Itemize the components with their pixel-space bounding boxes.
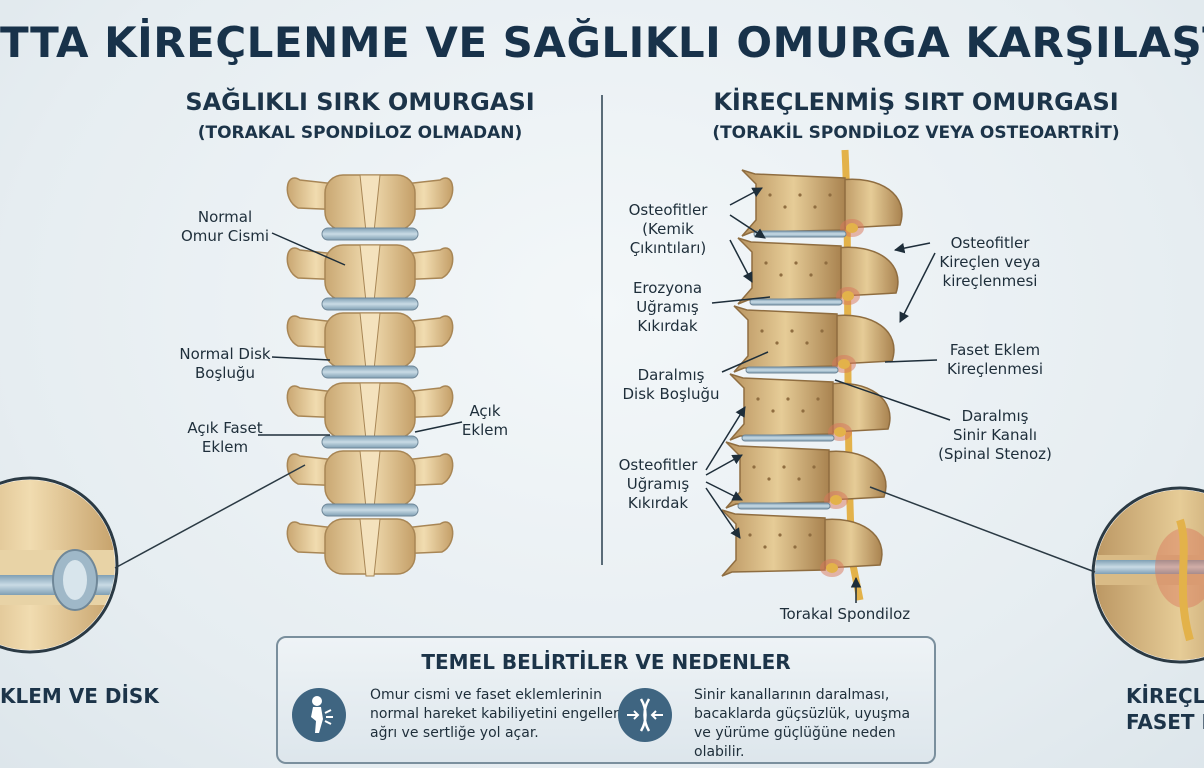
main-title: TTA KİREÇLENME VE SAĞLIKLI OMURGA KARŞIL…	[0, 18, 1204, 67]
info-box-title: TEMEL BELİRTİLER VE NEDENLER	[421, 650, 791, 674]
healthy-spine	[286, 174, 454, 577]
healthy-vertebra	[286, 174, 454, 233]
right-inset-label-1: KİREÇLE	[1126, 684, 1204, 708]
label-osteophytes-calcification: Osteofitler Kireçlen veya kireçlenmesi	[939, 234, 1041, 290]
degenerated-vertebra	[737, 237, 899, 305]
left-panel-title: SAĞLIKLI SIRK OMURGASI	[185, 88, 535, 116]
healthy-disk	[321, 435, 419, 449]
degenerated-spine	[721, 149, 903, 601]
healthy-disk	[321, 503, 419, 517]
healthy-disk	[321, 297, 419, 311]
degenerated-disk	[741, 434, 835, 442]
degenerated-disk	[737, 502, 831, 510]
healthy-vertebra	[286, 450, 454, 509]
info-item-1-text: Omur cismi ve faset eklemlerinin normal …	[370, 687, 624, 741]
label-open-facet: Açık Faset Eklem	[187, 419, 263, 456]
right-panel-subtitle: (TORAKİL SPONDİLOZ VEYA OSTEOARTRİT)	[712, 123, 1120, 143]
back-pain-icon	[292, 688, 346, 742]
left-inset-label: KLEM VE DİSK	[0, 684, 159, 708]
healthy-disk	[321, 365, 419, 379]
label-narrow-canal: Daralmış Sinir Kanalı (Spinal Stenoz)	[938, 407, 1052, 463]
left-panel-subtitle: (TORAKAL SPONDİLOZ OLMADAN)	[197, 123, 523, 143]
label-normal-vertebra: Normal Omur Cismi	[180, 208, 270, 245]
degenerated-vertebra	[725, 441, 887, 509]
right-inset-label-2: FASET E	[1126, 710, 1204, 734]
degenerated-vertebra	[741, 169, 903, 237]
degenerated-disk	[745, 366, 839, 374]
degenerated-inset	[1091, 486, 1204, 664]
label-osteophytes-cartilage: Osteofitler Uğramış Kıkırdak	[618, 456, 698, 512]
label-thoracic-spondylosis: Torakal Spondiloz	[779, 605, 911, 623]
healthy-vertebra	[286, 518, 454, 577]
label-normal-disk: Normal Disk Boşluğu	[179, 345, 271, 382]
degenerated-vertebra	[729, 373, 891, 441]
panel-divider	[601, 95, 603, 565]
healthy-vertebra	[286, 244, 454, 303]
healthy-inset	[0, 476, 119, 654]
right-panel-title: KİREÇLENMİŞ SIRT OMURGASI	[713, 88, 1119, 116]
label-facet-calcification: Faset Eklem Kireçlenmesi	[946, 341, 1044, 378]
label-eroded-cartilage: Erozyona Uğramış Kıkırdak	[632, 279, 703, 335]
label-open-joint: Açık Eklem	[461, 402, 509, 439]
info-box: TEMEL BELİRTİLER VE NEDENLER Omur cismi …	[276, 636, 936, 764]
healthy-vertebra	[286, 312, 454, 371]
label-narrow-disk: Daralmış Disk Boşluğu	[622, 366, 720, 403]
degenerated-disk	[749, 298, 843, 306]
narrow-canal-icon	[618, 688, 672, 742]
degenerated-disk	[753, 230, 847, 238]
degenerated-vertebra	[721, 509, 883, 577]
degenerated-vertebra	[733, 305, 895, 373]
info-item-2-text: Sinir kanallarının daralması, bacaklarda…	[694, 687, 911, 760]
label-osteophytes-bone: Osteofitler (Kemik Çıkıntıları)	[628, 201, 708, 257]
healthy-disk	[321, 227, 419, 241]
healthy-vertebra	[286, 382, 454, 441]
